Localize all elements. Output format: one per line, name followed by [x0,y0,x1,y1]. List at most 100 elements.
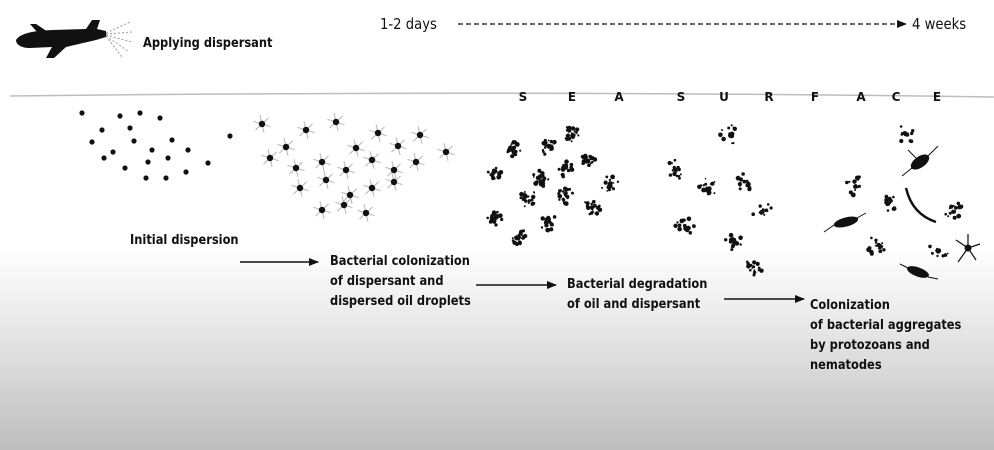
oil-droplet [101,155,107,161]
oil-droplet [163,175,169,181]
bacterial-aggregate [557,186,574,207]
sea-surface-letter: F [810,90,820,104]
colonized-droplet [437,143,455,161]
colonized-droplet [287,159,305,177]
oil-droplet [131,138,137,144]
oil-droplet [117,113,123,119]
bacterial-aggregate [532,168,550,188]
oil-droplet [99,127,105,133]
applying-dispersant-label: Applying dispersant [143,36,273,51]
bacterial-aggregate [564,125,580,143]
colonized-droplet [313,201,331,219]
dispersant-spray [105,21,133,58]
colonized-droplet [261,149,279,167]
oil-droplet [165,155,171,161]
colonized-droplet [363,179,381,197]
timeline-end-label: 4 weeks [912,15,967,33]
timeline-start-label: 1-2 days [380,15,437,33]
airplane-icon [16,20,106,58]
nematode-icon [904,187,937,224]
stage-label-line: Colonization [810,298,890,313]
protozoan-icon [901,145,939,177]
sea-surface-letter: S [676,90,686,104]
bacterial-aggregate [506,140,522,159]
bacterial-aggregate [697,177,716,196]
bacterial-aggregate [580,153,598,167]
oil-droplet [79,110,85,116]
colonized-droplet [357,204,375,222]
bacterial-aggregates [486,125,620,246]
colonized-droplet [385,173,403,191]
stage-label-line: nematodes [810,358,882,373]
colonized-droplet [317,171,335,189]
bacterial-aggregate [718,124,737,145]
bacterial-aggregate [928,244,949,258]
colonized-droplet [347,139,365,157]
sea-surface-letter: E [567,90,577,104]
bacterial-aggregate [557,159,575,179]
stage-label-colonization: Colonization of bacterial aggregates by … [810,296,961,376]
oil-droplet [122,165,128,171]
stage-label-line: by protozoans and [810,338,930,353]
oil-droplet [89,139,95,145]
oil-droplet [227,133,233,139]
colonized-droplet [327,113,345,131]
oil-droplet [205,160,211,166]
bacterial-aggregate [540,215,557,233]
sea-surface-letter: U [719,90,729,104]
stage-label-line: Bacterial colonization [330,254,470,269]
colonized-droplet [291,179,309,197]
oil-droplet [157,115,163,121]
colonized-droplet [277,138,295,156]
stage-label-line: of dispersant and [330,274,444,289]
stage-label-line: of bacterial aggregates [810,318,962,333]
bacterial-aggregate [541,138,557,156]
protozoan-icon [899,263,939,280]
degrading-aggregates [667,124,773,277]
colonized-droplet [411,126,429,144]
sea-water-gradient [0,96,994,450]
sea-surface-letter: E [932,90,942,104]
oil-droplet [110,149,116,155]
bacterial-aggregate [884,194,897,212]
bacterial-aggregate [584,199,603,216]
sea-surface-letter: A [856,90,866,104]
colonized-droplet [297,121,315,139]
bacterial-aggregate [845,175,862,198]
bacterial-aggregate [601,174,620,192]
bacterial-aggregate [673,216,696,235]
colonized-droplet [253,115,271,133]
bacterial-aggregate [866,236,886,256]
colonized-droplet [335,196,353,214]
bacterial-aggregate [667,158,682,180]
bacterial-aggregate [511,229,528,246]
stage-label-line: dispersed oil droplets [330,294,471,309]
bacterial-aggregate [724,232,743,252]
oil-droplet [137,110,143,116]
bacterial-aggregate [519,191,536,208]
stage-label-line: Initial dispersion [130,233,239,248]
oil-droplet [143,175,149,181]
colonized-droplet [337,161,355,179]
bacterial-aggregate [486,210,504,227]
colonized-droplet [313,153,331,171]
colonized-droplet [369,124,387,142]
oil-droplet [145,159,151,165]
aggregates-with-grazers [845,125,964,258]
oil-droplets-colonized [253,113,455,222]
oil-droplet [149,147,155,153]
stage-label-line: Bacterial degradation [567,277,708,292]
bacterial-aggregate [899,125,915,144]
colonized-droplet [407,153,425,171]
stage-label-initial-dispersion: Initial dispersion [130,231,239,251]
protozoan-icon [955,234,981,263]
sea-surface-letter: S [518,90,528,104]
sea-surface-letter: C [891,90,901,104]
colonized-droplet [341,186,359,204]
oil-droplet [185,147,191,153]
oil-droplet [183,169,189,175]
oil-droplets-initial [79,110,233,181]
protozoan-icon [823,212,867,233]
